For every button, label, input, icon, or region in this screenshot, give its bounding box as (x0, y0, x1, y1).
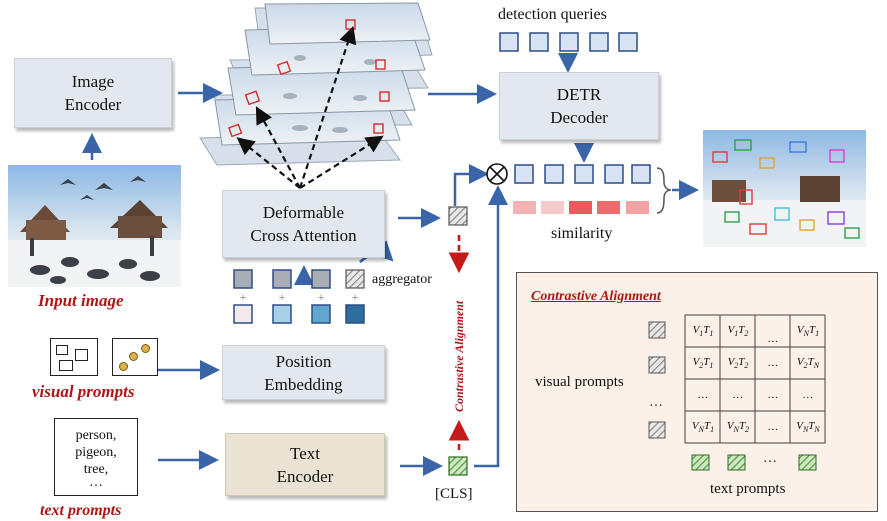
detr-decoder-box: DETR Decoder (499, 72, 659, 140)
plus-sign: + (240, 290, 247, 304)
text-prompt-card: person, pigeon, tree, … (54, 418, 138, 496)
matrix-cell: … (768, 421, 778, 433)
deformable-attention-box: Deformable Cross Attention (222, 190, 385, 258)
plus-signs: + + + + (240, 290, 359, 304)
text-prompt-line: pigeon, (75, 445, 117, 460)
matrix-cell: … (768, 333, 778, 345)
aggregator-label: aggregator (372, 272, 432, 287)
panel-visual-tokens (648, 321, 666, 439)
output-tokens (514, 164, 651, 184)
contrastive-vertical-label: Contrastive Alignment (452, 300, 466, 412)
prompt-embedding-tokens (233, 269, 365, 324)
multiply-circle-icon (486, 163, 508, 185)
panel-visual-prompts-label: visual prompts (535, 374, 624, 390)
matrix-cell: … (698, 389, 708, 401)
detection-query-tokens (499, 32, 638, 52)
detection-queries-label: detection queries (498, 6, 607, 23)
panel-text-tokens (691, 454, 817, 471)
text-prompt-line: person, (75, 428, 117, 443)
visual-prompt-point-card (112, 338, 158, 376)
position-embedding-box: Position Embedding (222, 345, 385, 400)
contrastive-alignment-panel: Contrastive Alignment visual prompts tex… (516, 272, 878, 512)
image-encoder-box: Image Encoder (14, 58, 172, 128)
output-photo (703, 130, 866, 247)
curly-brace-icon (656, 167, 672, 214)
matrix-cell: … (768, 389, 778, 401)
plus-sign: + (279, 290, 286, 304)
plus-sign: + (352, 290, 359, 304)
similarity-label: similarity (551, 225, 613, 242)
cls-label: [CLS] (435, 486, 473, 502)
text-prompts-label: text prompts (40, 502, 122, 519)
visual-prompt-box-card (50, 338, 98, 376)
text-prompt-line: tree, (83, 462, 109, 477)
aggregator-token (448, 206, 468, 226)
sampling-arrows (236, 25, 384, 189)
panel-text-ellipsis: … (763, 451, 777, 466)
panel-visual-ellipsis: … (649, 395, 663, 410)
panel-title: Contrastive Alignment (531, 289, 661, 304)
similarity-bars (513, 201, 649, 214)
text-encoder-box: Text Encoder (225, 433, 385, 496)
matrix-cell: … (733, 389, 743, 401)
cls-token (448, 456, 468, 476)
image-feature-stack (199, 2, 433, 166)
matrix-grid (684, 314, 826, 444)
matrix-cell: … (768, 357, 778, 369)
panel-text-prompts-label: text prompts (710, 481, 786, 497)
matrix-cell: … (803, 389, 813, 401)
text-prompt-line: … (89, 475, 103, 490)
input-image-label: Input image (38, 291, 124, 310)
visual-prompts-label: visual prompts (32, 382, 135, 401)
input-photo (8, 165, 181, 287)
plus-sign: + (318, 290, 325, 304)
panel-graphics (648, 314, 826, 471)
